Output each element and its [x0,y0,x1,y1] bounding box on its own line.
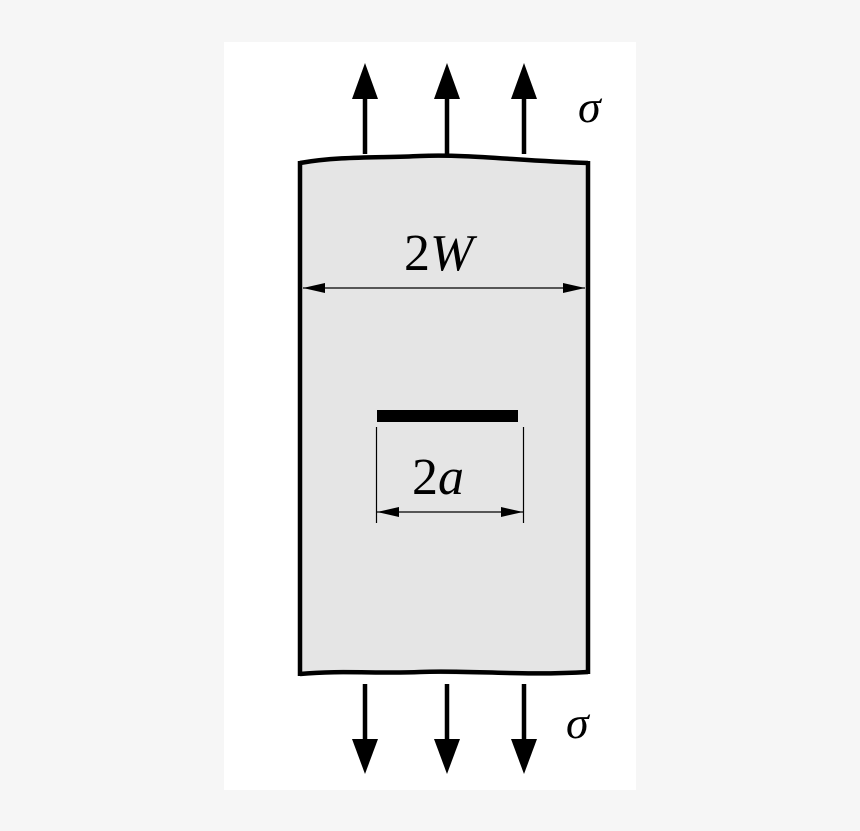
bottom-load-arrows [352,684,537,774]
arrow-up-icon [434,63,460,154]
crack-label-variable: a [438,449,464,506]
arrow-up-icon [352,63,378,154]
arrow-up-icon [511,63,537,154]
crack-label: 2a [412,449,464,506]
width-dimension: 2W [303,225,585,293]
plate-top-wavy-edge [299,153,589,166]
stress-label-bottom: σ [566,697,591,748]
arrow-down-icon [352,684,378,774]
plate-bottom-wavy-edge [299,669,589,677]
crack [377,410,518,422]
width-label-number: 2 [404,225,430,282]
stress-label-top: σ [578,81,603,132]
crack-label-number: 2 [412,449,438,506]
width-label: 2W [404,225,478,282]
arrow-down-icon [511,684,537,774]
top-load-arrows [352,63,537,154]
crack-dimension: 2a [375,427,525,523]
arrow-down-icon [434,684,460,774]
width-label-variable: W [430,225,478,282]
